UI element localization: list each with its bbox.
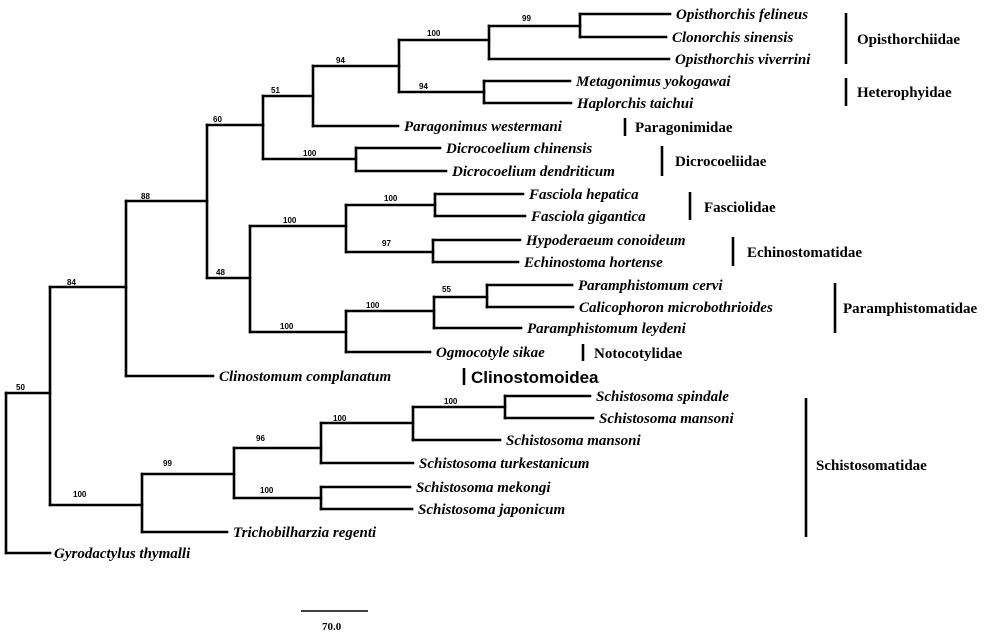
taxon-clonorchis-sinensis: Clonorchis sinensis — [672, 30, 793, 46]
taxon-schistosoma-japonicum: Schistosoma japonicum — [418, 502, 565, 518]
bootstrap-51: 51 — [271, 86, 280, 95]
taxon-opisthorchis-viverrini: Opisthorchis viverrini — [675, 52, 811, 68]
taxon-fasciola-hepatica: Fasciola hepatica — [528, 187, 639, 203]
family-dicrocoeliidae: Dicrocoeliidae — [675, 154, 767, 170]
family-notocotylidae: Notocotylidae — [594, 346, 683, 362]
family-echinostomatidae: Echinostomatidae — [747, 245, 862, 261]
bootstrap-100-schisto-clade: 100 — [73, 490, 87, 499]
family-paramphistomatidae: Paramphistomatidae — [843, 301, 978, 317]
taxon-schistosoma-turkestanicum: Schistosoma turkestanicum — [419, 456, 589, 472]
bootstrap-100-opisthorchiidae: 100 — [427, 29, 441, 38]
family-brackets — [462, 13, 848, 537]
bootstrap-60: 60 — [213, 115, 222, 124]
bootstrap-100-paramph-noto: 100 — [366, 301, 380, 310]
bootstrap-100-mekongi-japonicum: 100 — [260, 486, 274, 495]
taxon-dicrocoelium-dendriticum: Dicrocoelium dendriticum — [451, 164, 615, 180]
taxon-paramphistomum-cervi: Paramphistomum cervi — [578, 278, 723, 294]
taxon-schistosoma-mansoni-2: Schistosoma mansoni — [506, 433, 641, 449]
taxon-paramphistomum-leydeni: Paramphistomum leydeni — [527, 321, 687, 337]
taxon-opisthorchis-felineus: Opisthorchis felineus — [676, 7, 808, 23]
bootstrap-88: 88 — [141, 192, 150, 201]
tree-branches — [4, 12, 672, 555]
scale-bar-label: 70.0 — [322, 621, 342, 633]
taxon-ogmocotyle-sikae: Ogmocotyle sikae — [436, 345, 545, 361]
bootstrap-100-spindale-mansoni: 100 — [444, 397, 458, 406]
taxon-labels: Opisthorchis felineus Clonorchis sinensi… — [54, 7, 811, 562]
bootstrap-96: 96 — [256, 434, 265, 443]
bootstrap-values: 99 100 94 94 51 60 100 100 97 100 55 100… — [16, 14, 531, 499]
bootstrap-97-echinostomatidae: 97 — [382, 239, 391, 248]
bootstrap-100-fasc-echino: 100 — [283, 216, 297, 225]
bootstrap-48: 48 — [216, 268, 225, 277]
bootstrap-100-schisto-inner: 100 — [333, 414, 347, 423]
taxon-metagonimus-yokogawai: Metagonimus yokogawai — [575, 74, 731, 90]
family-heterophyidae: Heterophyidae — [857, 85, 952, 101]
family-clinostomoidea: Clinostomoidea — [471, 368, 599, 387]
bootstrap-55: 55 — [442, 285, 451, 294]
taxon-hypoderaeum-conoideum: Hypoderaeum conoideum — [525, 233, 686, 249]
bootstrap-94-heterophyidae: 94 — [419, 82, 428, 91]
family-labels: Opisthorchiidae Heterophyidae Paragonimi… — [471, 32, 978, 474]
taxon-schistosoma-spindale: Schistosoma spindale — [596, 389, 729, 405]
family-opisthorchiidae: Opisthorchiidae — [857, 32, 960, 48]
taxon-gyrodactylus-thymalli: Gyrodactylus thymalli — [54, 546, 191, 562]
bootstrap-99-schistosomatidae: 99 — [163, 459, 172, 468]
bootstrap-100-dicrocoeliidae: 100 — [303, 149, 317, 158]
taxon-paragonimus-westermani: Paragonimus westermani — [404, 119, 563, 135]
taxon-calicophoron-microbothrioides: Calicophoron microbothrioides — [579, 300, 773, 316]
bootstrap-84: 84 — [67, 278, 76, 287]
taxon-clinostomum-complanatum: Clinostomum complanatum — [219, 369, 391, 385]
taxon-schistosoma-mansoni-1: Schistosoma mansoni — [599, 411, 734, 427]
taxon-echinostoma-hortense: Echinostoma hortense — [523, 255, 663, 271]
taxon-dicrocoelium-chinensis: Dicrocoelium chinensis — [445, 141, 592, 157]
bootstrap-100-paramph-clade: 100 — [280, 322, 294, 331]
bootstrap-99-opisthorchis: 99 — [522, 14, 531, 23]
taxon-fasciola-gigantica: Fasciola gigantica — [530, 209, 646, 225]
bootstrap-100-fasciolidae: 100 — [384, 194, 398, 203]
taxon-schistosoma-mekongi: Schistosoma mekongi — [416, 480, 551, 496]
bootstrap-94-opisth-hetero: 94 — [336, 56, 345, 65]
family-paragonimidae: Paragonimidae — [635, 120, 733, 136]
taxon-haplorchis-taichui: Haplorchis taichui — [576, 96, 694, 112]
family-schistosomatidae: Schistosomatidae — [816, 458, 927, 474]
family-fasciolidae: Fasciolidae — [704, 200, 776, 216]
scale-bar: 70.0 — [301, 610, 368, 633]
taxon-trichobilharzia-regenti: Trichobilharzia regenti — [233, 525, 377, 541]
bootstrap-50-root: 50 — [16, 383, 25, 392]
